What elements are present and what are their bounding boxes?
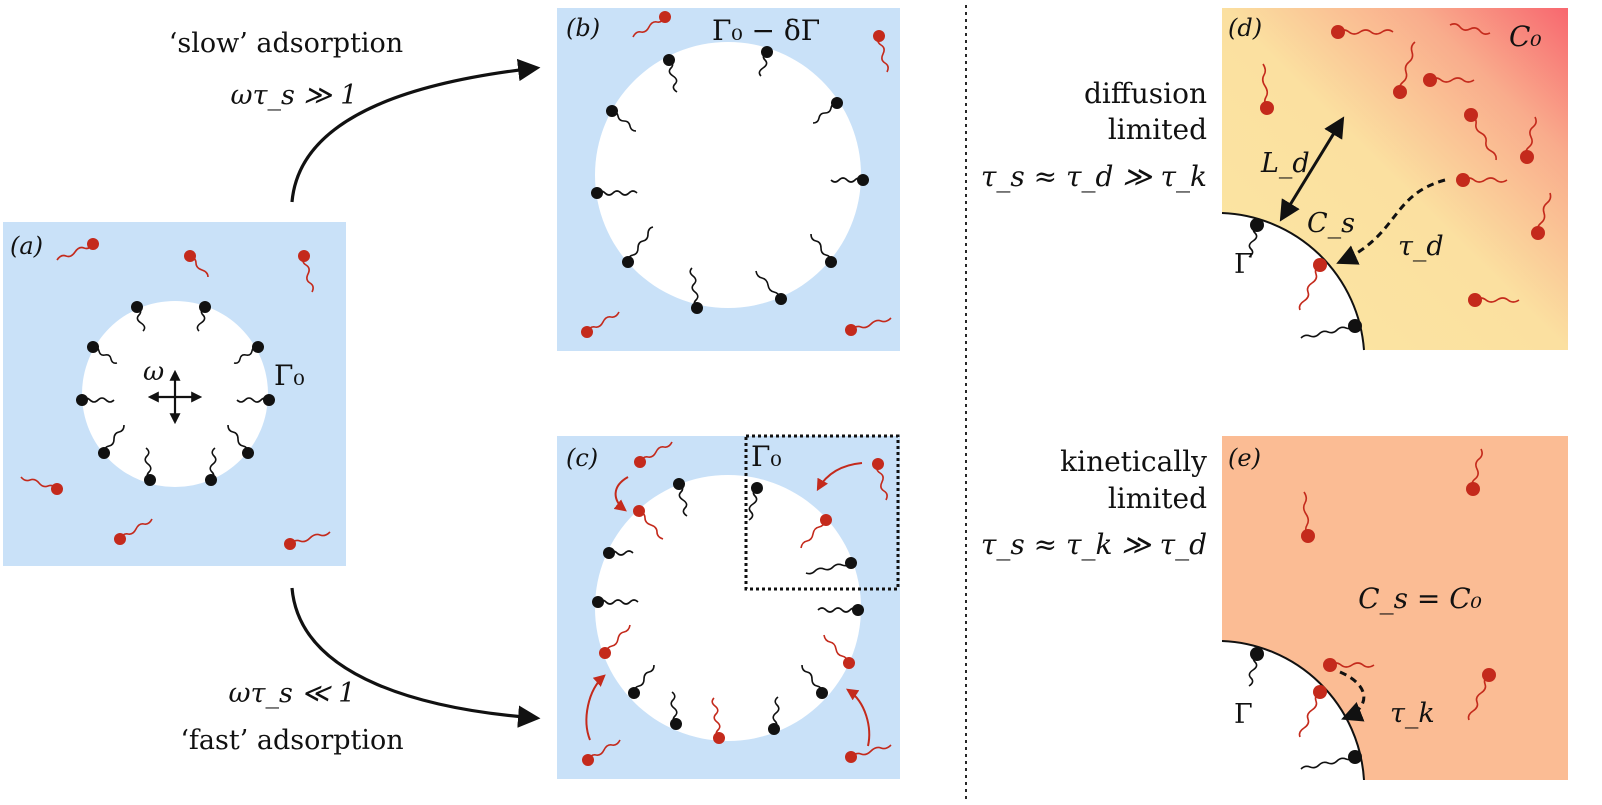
kinetic-label-line1: kinetically [1060,445,1207,478]
panel-e-equation: C_s = C₀ [1358,582,1482,615]
panel-d-adsorbed [1248,218,1362,339]
panel-a-tag: (a) [10,232,43,260]
panel-c-adsorbed-red [604,510,850,739]
diffusion-label-line1: diffusion [1084,77,1207,110]
panel-e-tag: (e) [1228,444,1261,472]
panel-c-adsorbed-black [597,483,859,730]
adsorption-flux-arrows [585,462,871,747]
panel-c: (c) Γ₀ [557,434,900,779]
diffusion-label-line2: limited [1108,113,1207,146]
panel-d-gamma: Γ [1234,249,1253,280]
fast-adsorption-arrow [290,587,541,728]
panel-c-heads-black [592,478,864,735]
slow-adsorption-arrow [290,58,541,203]
panel-d-tag: (d) [1228,14,1262,42]
slow-adsorption-title: ‘slow’ adsorption [169,28,403,59]
panel-e: (e) C_s = C₀ Γ τ_k [1221,436,1568,781]
zoom-box [744,434,900,591]
panel-b-gamma: Γ₀ − δΓ [712,14,820,47]
panel-e-interface [1221,640,1365,781]
panel-a-heads [76,301,275,486]
panel-b: (b) Γ₀ − δΓ [557,8,900,351]
panel-c-gamma: Γ₀ [751,440,782,473]
diffusion-path-arrow [1336,178,1446,265]
slow-adsorption-condition: ωτ_s ≫ 1 [231,80,358,111]
panel-d-subsurface-concentration: C_s [1307,208,1355,239]
diffusion-label-line3: τ_s ≈ τ_d ≫ τ_k [981,160,1207,193]
panel-a-omega: ω [143,357,164,387]
panel-c-heads-red [599,505,855,744]
panel-e-gamma: Γ [1234,699,1253,730]
panel-a-gamma: Γ₀ [274,359,305,392]
transition-arrows [290,58,541,728]
fast-adsorption-title: ‘fast’ adsorption [180,725,403,756]
panel-b-droplet [595,42,861,308]
panel-d: (d) C₀ L_d C_s Γ τ_d [1221,8,1568,351]
panel-d-tau: τ_d [1398,231,1444,262]
panel-d-free-surfactants [1260,23,1552,307]
panel-d-bulk-concentration: C₀ [1509,20,1542,53]
panel-c-droplet [595,475,861,741]
panel-e-free-surfactants [1301,448,1496,721]
panel-b-heads [591,46,869,314]
panel-c-free-surfactants [582,441,892,766]
panel-a-free-surfactants [20,238,331,550]
kinetic-label-line3: τ_s ≈ τ_k ≫ τ_d [981,528,1207,561]
panel-b-free-surfactants [581,11,892,338]
panel-b-tag: (b) [566,14,600,42]
panel-e-adsorbed [1248,647,1362,770]
panel-e-tau: τ_k [1390,698,1435,729]
panel-c-tag: (c) [566,444,598,472]
panel-a: (a) ω Γ₀ [3,222,346,566]
panel-d-droplet [1222,213,1364,350]
oscillation-arrows [147,369,203,425]
fast-adsorption-condition: ωτ_s ≪ 1 [229,678,356,709]
diffusion-length-arrow [1279,116,1345,222]
panel-d-diffusion-length: L_d [1260,148,1310,179]
panel-e-droplet [1222,641,1364,780]
kinetic-label-line2: limited [1108,482,1207,515]
